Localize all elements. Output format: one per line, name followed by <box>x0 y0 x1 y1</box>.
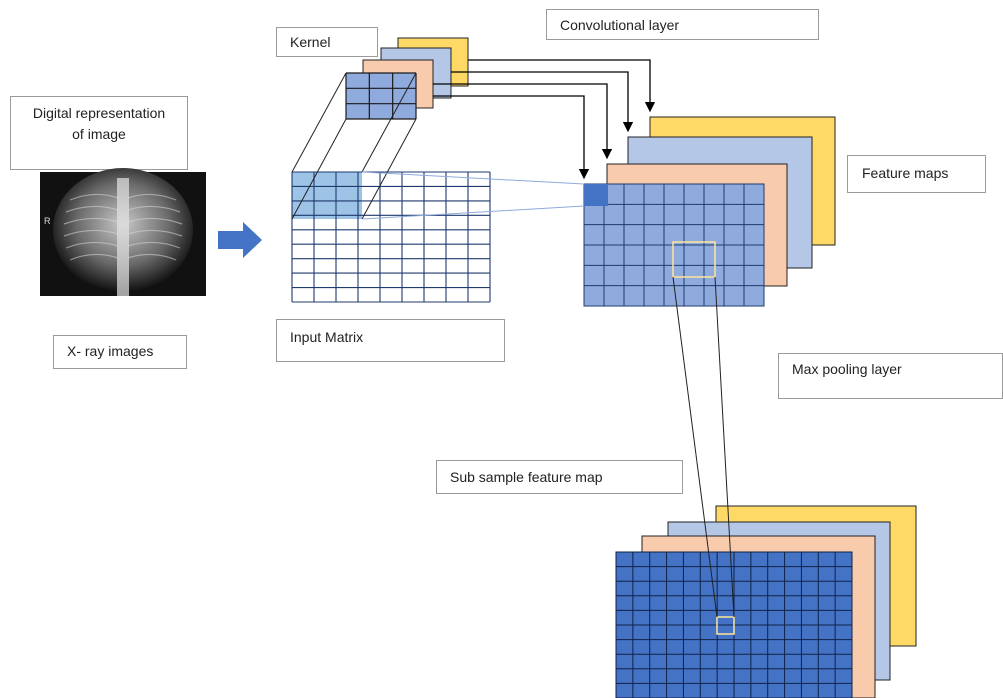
conv-projection-lines <box>361 171 585 220</box>
kernel-stack <box>345 37 469 120</box>
xray-image: R <box>40 168 206 296</box>
feature-maps-stack <box>583 116 836 307</box>
subsample-feature-map-label: Sub sample feature map <box>436 460 683 494</box>
right-arrow-icon <box>218 222 262 258</box>
digital-representation-label: Digital representation of image <box>10 96 188 170</box>
xray-marker-text: R <box>44 216 51 226</box>
convolutional-layer-label: Convolutional layer <box>546 9 819 40</box>
kernel-to-feature-arrows <box>433 59 656 180</box>
digital-representation-text: Digital representation of image <box>32 105 166 142</box>
xray-images-label: X- ray images <box>53 335 187 369</box>
input-matrix-label: Input Matrix <box>276 319 505 362</box>
feature-maps-label: Feature maps <box>847 155 986 193</box>
input-matrix <box>291 171 491 303</box>
subsample-stack <box>615 505 917 698</box>
kernel-label: Kernel <box>276 27 378 57</box>
kernel-projection-lines <box>291 72 417 220</box>
pooling-projection-lines <box>672 276 735 618</box>
max-pooling-layer-label: Max pooling layer <box>778 353 1003 399</box>
